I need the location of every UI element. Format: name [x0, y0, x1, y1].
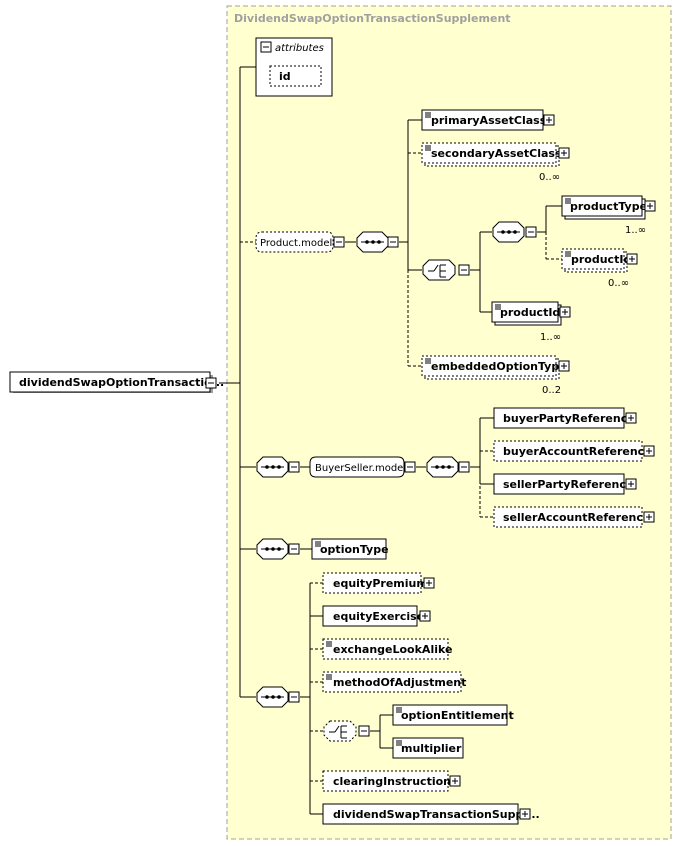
- sequence-compositor-icon[interactable]: [256, 538, 300, 560]
- svg-text:buyerAccountReference: buyerAccountReference: [503, 445, 652, 458]
- element-option-type[interactable]: optionType: [311, 538, 389, 560]
- expand-icon[interactable]: [643, 445, 655, 457]
- choice-compositor-icon[interactable]: [323, 720, 370, 742]
- svg-text:methodOfAdjustment: methodOfAdjustment: [333, 676, 466, 689]
- expand-icon[interactable]: [543, 114, 555, 126]
- svg-text:productType: productType: [570, 200, 647, 213]
- element-product-id[interactable]: productId 1..∞: [491, 301, 571, 343]
- element-dividend-swap-transaction-supplement[interactable]: dividendSwapTransactionSuppl...: [322, 803, 540, 825]
- element-equity-exercise[interactable]: equityExercise: [322, 605, 431, 627]
- element-method-of-adjustment[interactable]: methodOfAdjustment: [322, 671, 466, 693]
- svg-text:equityPremium: equityPremium: [333, 577, 428, 590]
- expand-icon[interactable]: [419, 610, 431, 622]
- connector-lines: [219, 66, 562, 815]
- expand-icon[interactable]: [625, 412, 637, 424]
- svg-text:exchangeLookAlike: exchangeLookAlike: [333, 643, 452, 656]
- occurrence-label: 1..∞: [625, 225, 646, 236]
- expand-icon[interactable]: [558, 360, 570, 372]
- element-clearing-instructions[interactable]: clearingInstructions: [322, 770, 461, 792]
- choice-compositor-icon[interactable]: [422, 259, 470, 281]
- element-multiplier[interactable]: multiplier: [392, 737, 464, 759]
- sequence-compositor-icon[interactable]: [426, 456, 470, 478]
- svg-text:productId: productId: [500, 306, 560, 319]
- expand-icon[interactable]: [644, 200, 656, 212]
- expand-icon[interactable]: [558, 147, 570, 159]
- occurrence-label: 0..∞: [608, 278, 629, 289]
- svg-text:Product.model: Product.model: [260, 238, 332, 249]
- element-equity-premium[interactable]: equityPremium: [322, 572, 435, 594]
- sequence-compositor-icon[interactable]: [356, 231, 399, 253]
- sequence-compositor-icon[interactable]: [492, 221, 537, 243]
- svg-text:multiplier: multiplier: [401, 742, 462, 755]
- expand-icon[interactable]: [625, 478, 637, 490]
- root-element[interactable]: dividendSwapOptionTransactio...: [9, 371, 224, 393]
- svg-text:BuyerSeller.model: BuyerSeller.model: [315, 463, 406, 474]
- sequence-compositor-icon[interactable]: [256, 456, 300, 478]
- svg-text:attributes: attributes: [275, 43, 324, 54]
- svg-text:sellerAccountReference: sellerAccountReference: [503, 511, 650, 524]
- svg-text:buyerPartyReference: buyerPartyReference: [503, 412, 635, 425]
- svg-text:embeddedOptionType: embeddedOptionType: [431, 360, 567, 373]
- svg-text:dividendSwapOptionTransactio..: dividendSwapOptionTransactio...: [19, 376, 224, 389]
- svg-text:optionType: optionType: [320, 543, 389, 556]
- expand-icon[interactable]: [519, 808, 531, 820]
- collapse-icon[interactable]: [404, 461, 416, 473]
- element-exchange-look-alike[interactable]: exchangeLookAlike: [322, 638, 452, 660]
- svg-text:equityExercise: equityExercise: [333, 610, 424, 623]
- occurrence-label: 1..∞: [540, 332, 561, 343]
- svg-text:clearingInstructions: clearingInstructions: [333, 775, 458, 788]
- collapse-icon[interactable]: [260, 41, 272, 53]
- element-seller-party-reference[interactable]: sellerPartyReference: [493, 473, 637, 495]
- expand-icon[interactable]: [449, 775, 461, 787]
- expand-icon[interactable]: [643, 511, 655, 523]
- group-product-model[interactable]: Product.model: [255, 231, 345, 253]
- attribute-id[interactable]: id: [269, 65, 322, 87]
- element-buyer-account-reference[interactable]: buyerAccountReference: [493, 440, 655, 462]
- svg-text:optionEntitlement: optionEntitlement: [401, 709, 514, 722]
- collapse-icon[interactable]: [333, 236, 345, 248]
- attributes-box: attributes id: [255, 37, 333, 97]
- svg-text:productId: productId: [571, 253, 631, 266]
- expand-icon[interactable]: [423, 577, 435, 589]
- svg-text:secondaryAssetClass: secondaryAssetClass: [431, 147, 562, 160]
- sequence-compositor-icon[interactable]: [256, 686, 300, 708]
- element-buyer-party-reference[interactable]: buyerPartyReference: [493, 407, 637, 429]
- group-buyer-seller-model[interactable]: BuyerSeller.model: [309, 456, 416, 478]
- element-embedded-option-type[interactable]: embeddedOptionType 0..2: [421, 355, 570, 396]
- occurrence-label: 0..∞: [539, 172, 560, 183]
- svg-text:dividendSwapTransactionSuppl..: dividendSwapTransactionSuppl...: [333, 808, 540, 821]
- element-primary-asset-class[interactable]: primaryAssetClass: [421, 109, 555, 131]
- expand-icon[interactable]: [626, 253, 638, 265]
- svg-text:sellerPartyReference: sellerPartyReference: [503, 478, 633, 491]
- occurrence-label: 0..2: [542, 385, 561, 396]
- element-product-type[interactable]: productType 1..∞: [561, 195, 656, 236]
- element-seller-account-reference[interactable]: sellerAccountReference: [493, 506, 655, 528]
- svg-text:id: id: [279, 70, 291, 83]
- collapse-icon[interactable]: [205, 377, 217, 389]
- element-option-entitlement[interactable]: optionEntitlement: [392, 704, 514, 726]
- type-title: DividendSwapOptionTransactionSupplement: [234, 12, 511, 25]
- element-secondary-asset-class[interactable]: secondaryAssetClass 0..∞: [421, 142, 570, 183]
- element-product-id-optional[interactable]: productId 0..∞: [561, 248, 638, 289]
- expand-icon[interactable]: [559, 306, 571, 318]
- svg-text:primaryAssetClass: primaryAssetClass: [431, 114, 547, 127]
